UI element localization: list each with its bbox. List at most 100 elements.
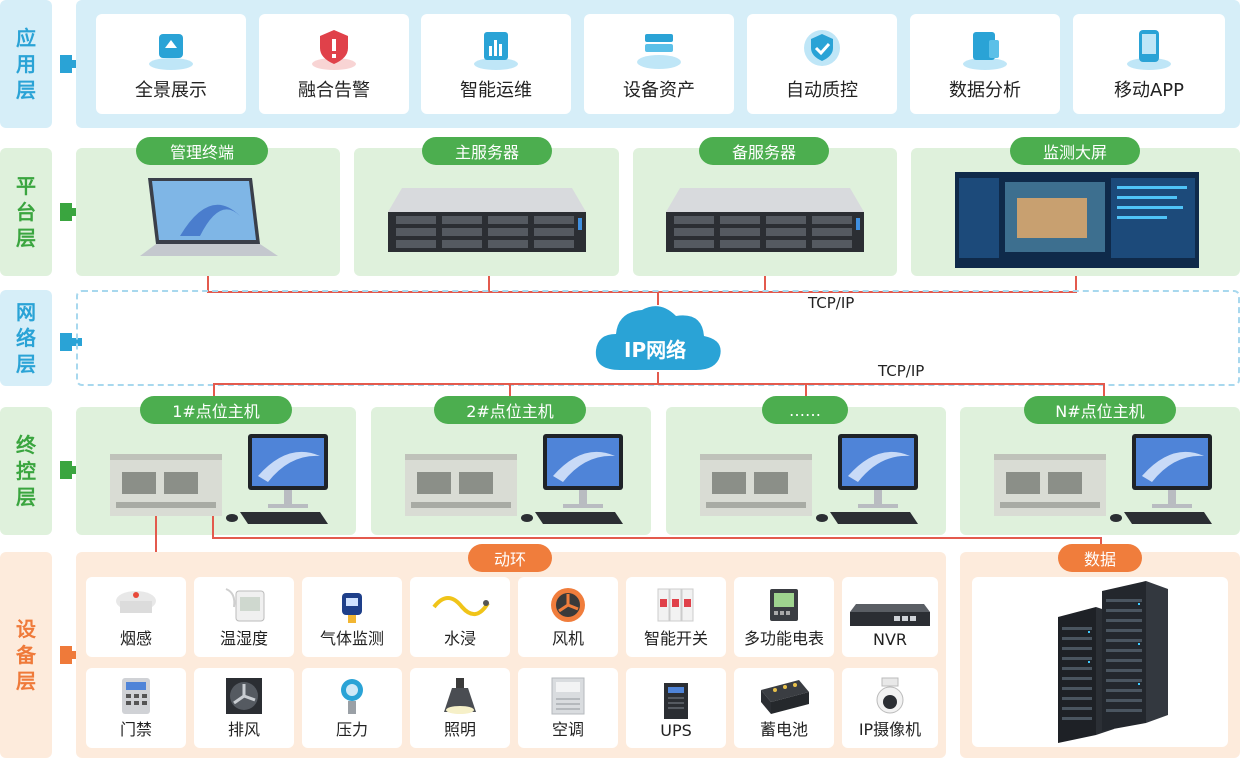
industrial-pc-image [405,434,623,524]
app-card-analytics: 数据分析 [910,14,1060,114]
device-label: 压力 [335,720,368,739]
device-label: 空调 [551,720,584,739]
device-card: UPS [626,668,726,748]
layer-char: 应 [16,26,36,50]
laptop-image [140,178,278,256]
panorama-icon [149,34,193,70]
thermo-hygrometer-icon [225,588,265,622]
app-label: 全景展示 [135,80,207,101]
arrow-left-icon [60,461,82,479]
layer-char: 层 [16,226,36,250]
analytics-icon [963,32,1007,70]
device-label: 排风 [227,720,260,739]
device-label: 温湿度 [219,629,268,648]
cloud-icon [595,306,721,370]
layer-char: 控 [16,459,36,483]
device-card: IP摄像机 [842,668,938,748]
cloud-label: IP网络 [624,338,687,362]
ups-icon [664,683,688,719]
air-conditioner-icon [551,677,585,715]
host-pill: 2#点位主机 [434,396,586,424]
network-panel [76,290,1240,386]
app-label: 移动APP [1113,80,1185,101]
smoke-detector-icon [116,591,156,613]
device-card: 排风 [194,668,294,748]
connector-line [213,383,1105,385]
app-card-asset: 设备资产 [584,14,734,114]
app-card-quality: 自动质控 [747,14,897,114]
platform-pill: 管理终端 [136,137,268,165]
env-pill: 动环 [468,544,552,572]
layer-char: 网 [16,300,36,324]
device-card: 门禁 [86,668,186,748]
device-label: NVR [872,630,908,649]
device-card: 气体监测 [302,577,402,657]
water-leak-cable-icon [432,596,490,616]
backup-server-image [666,188,864,252]
connector-line [212,537,1102,539]
data-pill: 数据 [1058,544,1142,572]
device-label: 水浸 [443,629,476,648]
connector-line [1103,383,1105,397]
device-card: 多功能电表 [734,577,834,657]
alarm-shield-icon [312,30,356,70]
layer-label-app: 应 用 层 [0,0,52,128]
arrow-left-icon [60,646,82,664]
layer-char: 平 [16,174,36,198]
connector-line [509,383,511,397]
layer-char: 层 [16,669,36,693]
platform-pill: 备服务器 [699,137,829,165]
layer-char: 用 [16,52,36,76]
video-wall-image [955,172,1199,268]
arrow-left-icon [60,55,82,73]
connector-line [212,516,214,538]
layer-char: 终 [16,433,36,457]
app-label: 设备资产 [623,80,695,101]
device-label: IP摄像机 [858,720,922,739]
industrial-pc-image [994,434,1212,524]
app-card-mobile: 移动APP [1073,14,1225,114]
ip-camera-icon [876,677,904,714]
app-label: 融合告警 [298,80,370,101]
layer-char: 层 [16,352,36,376]
app-card-panorama: 全景展示 [96,14,246,114]
device-label: 风机 [551,629,584,648]
exhaust-fan-icon [226,678,262,714]
platform-pill: 监测大屏 [1010,137,1140,165]
battery-icon [761,680,809,714]
device-card: 温湿度 [194,577,294,657]
layer-char: 台 [16,200,36,224]
connector-line [1075,276,1077,292]
device-card: 压力 [302,668,402,748]
connector-line [213,383,215,397]
connector-line [1100,537,1102,549]
device-label: 门禁 [119,720,152,739]
device-label: 照明 [443,720,476,739]
connector-line [207,291,1077,293]
device-card: 烟感 [86,577,186,657]
mobile-app-icon [1127,30,1171,70]
device-label: 多功能电表 [743,629,824,648]
layer-char: 层 [16,78,36,102]
device-label: 蓄电池 [759,720,808,739]
connector-line [764,276,766,292]
layer-char: 设 [16,617,36,641]
light-icon [444,678,476,714]
device-card: 照明 [410,668,510,748]
quality-check-icon [804,30,840,66]
protocol-label-top: TCP/IP [808,294,855,312]
layer-label-control: 终 控 层 [0,407,52,535]
layer-label-device: 设 备 层 [0,552,52,758]
device-card: NVR [842,577,938,657]
device-card: 智能开关 [626,577,726,657]
server-rack-image [1058,581,1168,743]
platform-pill: 主服务器 [422,137,552,165]
pressure-sensor-icon [341,679,363,714]
app-card-maintenance: 智能运维 [421,14,571,114]
arrow-left-icon [60,203,82,221]
connector-line [805,383,807,397]
data-center-card [972,577,1228,747]
layer-char: 层 [16,485,36,509]
connector-line [488,276,490,292]
nvr-icon [850,604,930,626]
